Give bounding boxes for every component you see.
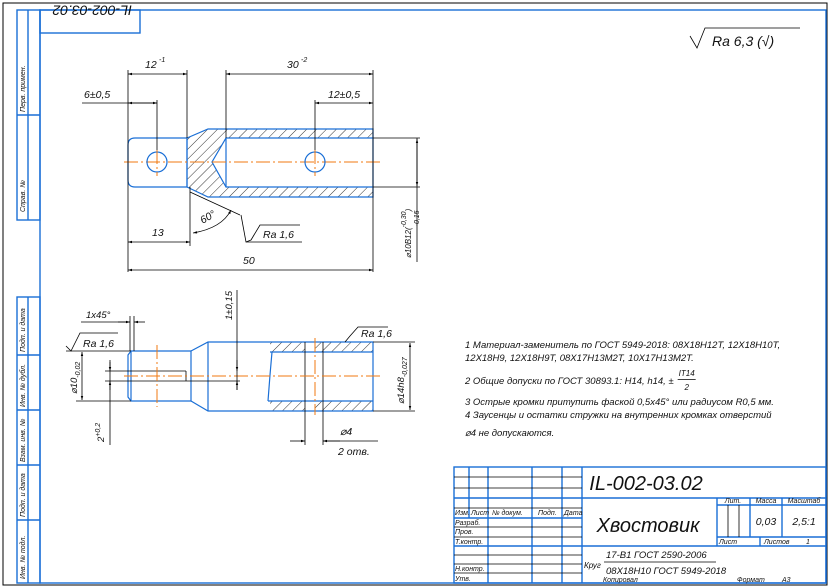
hole-dia: ⌀4 xyxy=(340,426,352,438)
general-roughness: Ra 6,3 (√) xyxy=(689,27,800,49)
dia-14-tol: -0,027 xyxy=(402,356,409,377)
dim-12b: 12±0,5 xyxy=(328,89,360,101)
header-list: Лист xyxy=(470,510,489,517)
top-view: 12 -1 30 -2 6±0,5 12±0,5 13 50 60° Ra 1,… xyxy=(82,57,421,272)
svg-text:⌀10-0,02: ⌀10-0,02 xyxy=(69,362,82,394)
header-izm: Изм. xyxy=(455,510,470,517)
angle-60: 60° xyxy=(198,208,218,226)
title-block: Изм. Лист № докум. Подп. Дата Разраб. Пр… xyxy=(453,466,827,584)
role-developer: Разраб. xyxy=(455,519,480,527)
header-date: Дата xyxy=(563,510,583,517)
strip-label: Справ. № xyxy=(20,180,27,212)
hole-count: 2 отв. xyxy=(337,446,370,458)
material-prefix: Круг xyxy=(584,561,601,570)
dia-14: ⌀14h8 xyxy=(396,376,407,404)
strip-label: Перв. примен. xyxy=(20,65,27,112)
dim-6: 6±0,5 xyxy=(84,89,110,101)
note-2-denominator: 2 xyxy=(683,383,689,392)
slot-dim: 2 xyxy=(96,436,107,443)
role-ncontrol: Н.контр. xyxy=(455,566,485,573)
sheets-label: Листов xyxy=(763,539,790,546)
material-grade: 08Х18Н10 ГОСТ 5949-2018 xyxy=(606,566,727,577)
note-2-numerator: IT14 xyxy=(679,369,696,378)
format-label: Формат xyxy=(737,577,765,584)
dim-12: 12 xyxy=(145,59,157,71)
roughness-general-text: Ra 6,3 (√) xyxy=(712,33,774,49)
note-2-fraction: IT14 2 xyxy=(677,369,696,392)
role-checker: Пров. xyxy=(455,529,474,536)
sheet-label: Лист xyxy=(718,539,737,546)
header-doc: № докум. xyxy=(492,509,523,517)
dim-30-tol: -2 xyxy=(301,57,307,64)
svg-text:2+0,2: 2+0,2 xyxy=(95,423,107,443)
strip-label: Подп. и дата xyxy=(19,308,27,352)
note-3: 3 Острые кромки притупить фаской 0,5х45°… xyxy=(465,397,774,408)
dim-13: 13 xyxy=(152,227,164,239)
diameter-tol-upper: -0,30 xyxy=(401,211,408,227)
svg-text:⌀14h8-0,027: ⌀14h8-0,027 xyxy=(396,356,409,404)
offset-dim: 1±0,15 xyxy=(224,290,235,320)
scale-value: 2,5:1 xyxy=(791,516,815,528)
format-value: A3 xyxy=(781,577,791,584)
dim-50: 50 xyxy=(243,255,255,267)
material-standard: 17-В1 ГОСТ 2590-2006 xyxy=(606,550,707,561)
dia-10-tol: -0,02 xyxy=(75,362,82,378)
roughness-right: Ra 1,6 xyxy=(361,328,392,340)
diameter-top: ⌀10В12( xyxy=(404,226,413,258)
strip-label: Взам. инв. № xyxy=(20,418,27,462)
header-sign: Подп. xyxy=(538,509,557,517)
mass-value: 0,03 xyxy=(756,516,777,528)
technical-notes: 1 Материал-заменитель по ГОСТ 5949-2018:… xyxy=(464,340,780,439)
note-1-cont: 12Х18Н9, 12Х18Н9Т, 08Х17Н13М2Т, 10Х17Н13… xyxy=(465,353,694,364)
rotated-code-box xyxy=(39,9,141,34)
side-strip: Перв. примен. Справ. № Подп. и дата Инв.… xyxy=(16,9,41,584)
designation: IL-002-03.02 xyxy=(589,473,702,495)
scale-label: Масштаб xyxy=(788,497,822,505)
svg-text:⌀10В12(-0,30): ⌀10В12(-0,30) xyxy=(401,208,413,258)
dim-12-tol: -1 xyxy=(159,57,165,64)
note-4: 4 Заусенцы и остатки стружки на внутренн… xyxy=(465,410,772,421)
bottom-view: 1x45° Ra 1,6 ⌀10-0,02 2+0,2 1±0,15 Ra 1,… xyxy=(65,290,415,458)
dim-30: 30 xyxy=(287,59,299,71)
sheets-value: 1 xyxy=(806,539,810,546)
roughness-top: Ra 1,6 xyxy=(263,229,294,241)
diameter-close: ) xyxy=(404,208,413,212)
rotated-code: IL-002-03.02 xyxy=(52,3,132,19)
role-tcontrol: Т.контр. xyxy=(455,539,483,546)
lit-label: Лит. xyxy=(724,498,741,505)
strip-label: Подп. и дата xyxy=(19,473,27,517)
note-1: 1 Материал-заменитель по ГОСТ 5949-2018:… xyxy=(465,340,780,351)
inner-frame xyxy=(39,9,827,584)
diameter-tol-lower: -0,15 xyxy=(414,210,421,226)
note-4-cont: ⌀4 не допускаются. xyxy=(465,428,554,439)
dia-10: ⌀10 xyxy=(69,377,80,394)
roughness-left: Ra 1,6 xyxy=(83,338,114,350)
mass-label: Масса xyxy=(756,498,777,505)
role-approved: Утв. xyxy=(454,576,471,583)
note-2: 2 Общие допуски по ГОСТ 30893.1: H14, h1… xyxy=(464,376,674,387)
chamfer-dim: 1x45° xyxy=(86,310,111,321)
slot-tol: +0,2 xyxy=(95,423,102,437)
strip-label: Инв. № подл. xyxy=(19,536,27,579)
strip-label: Инв. № дубл. xyxy=(19,364,27,407)
part-name: Хвостовик xyxy=(595,515,701,537)
copied-label: Копировал xyxy=(603,577,638,584)
